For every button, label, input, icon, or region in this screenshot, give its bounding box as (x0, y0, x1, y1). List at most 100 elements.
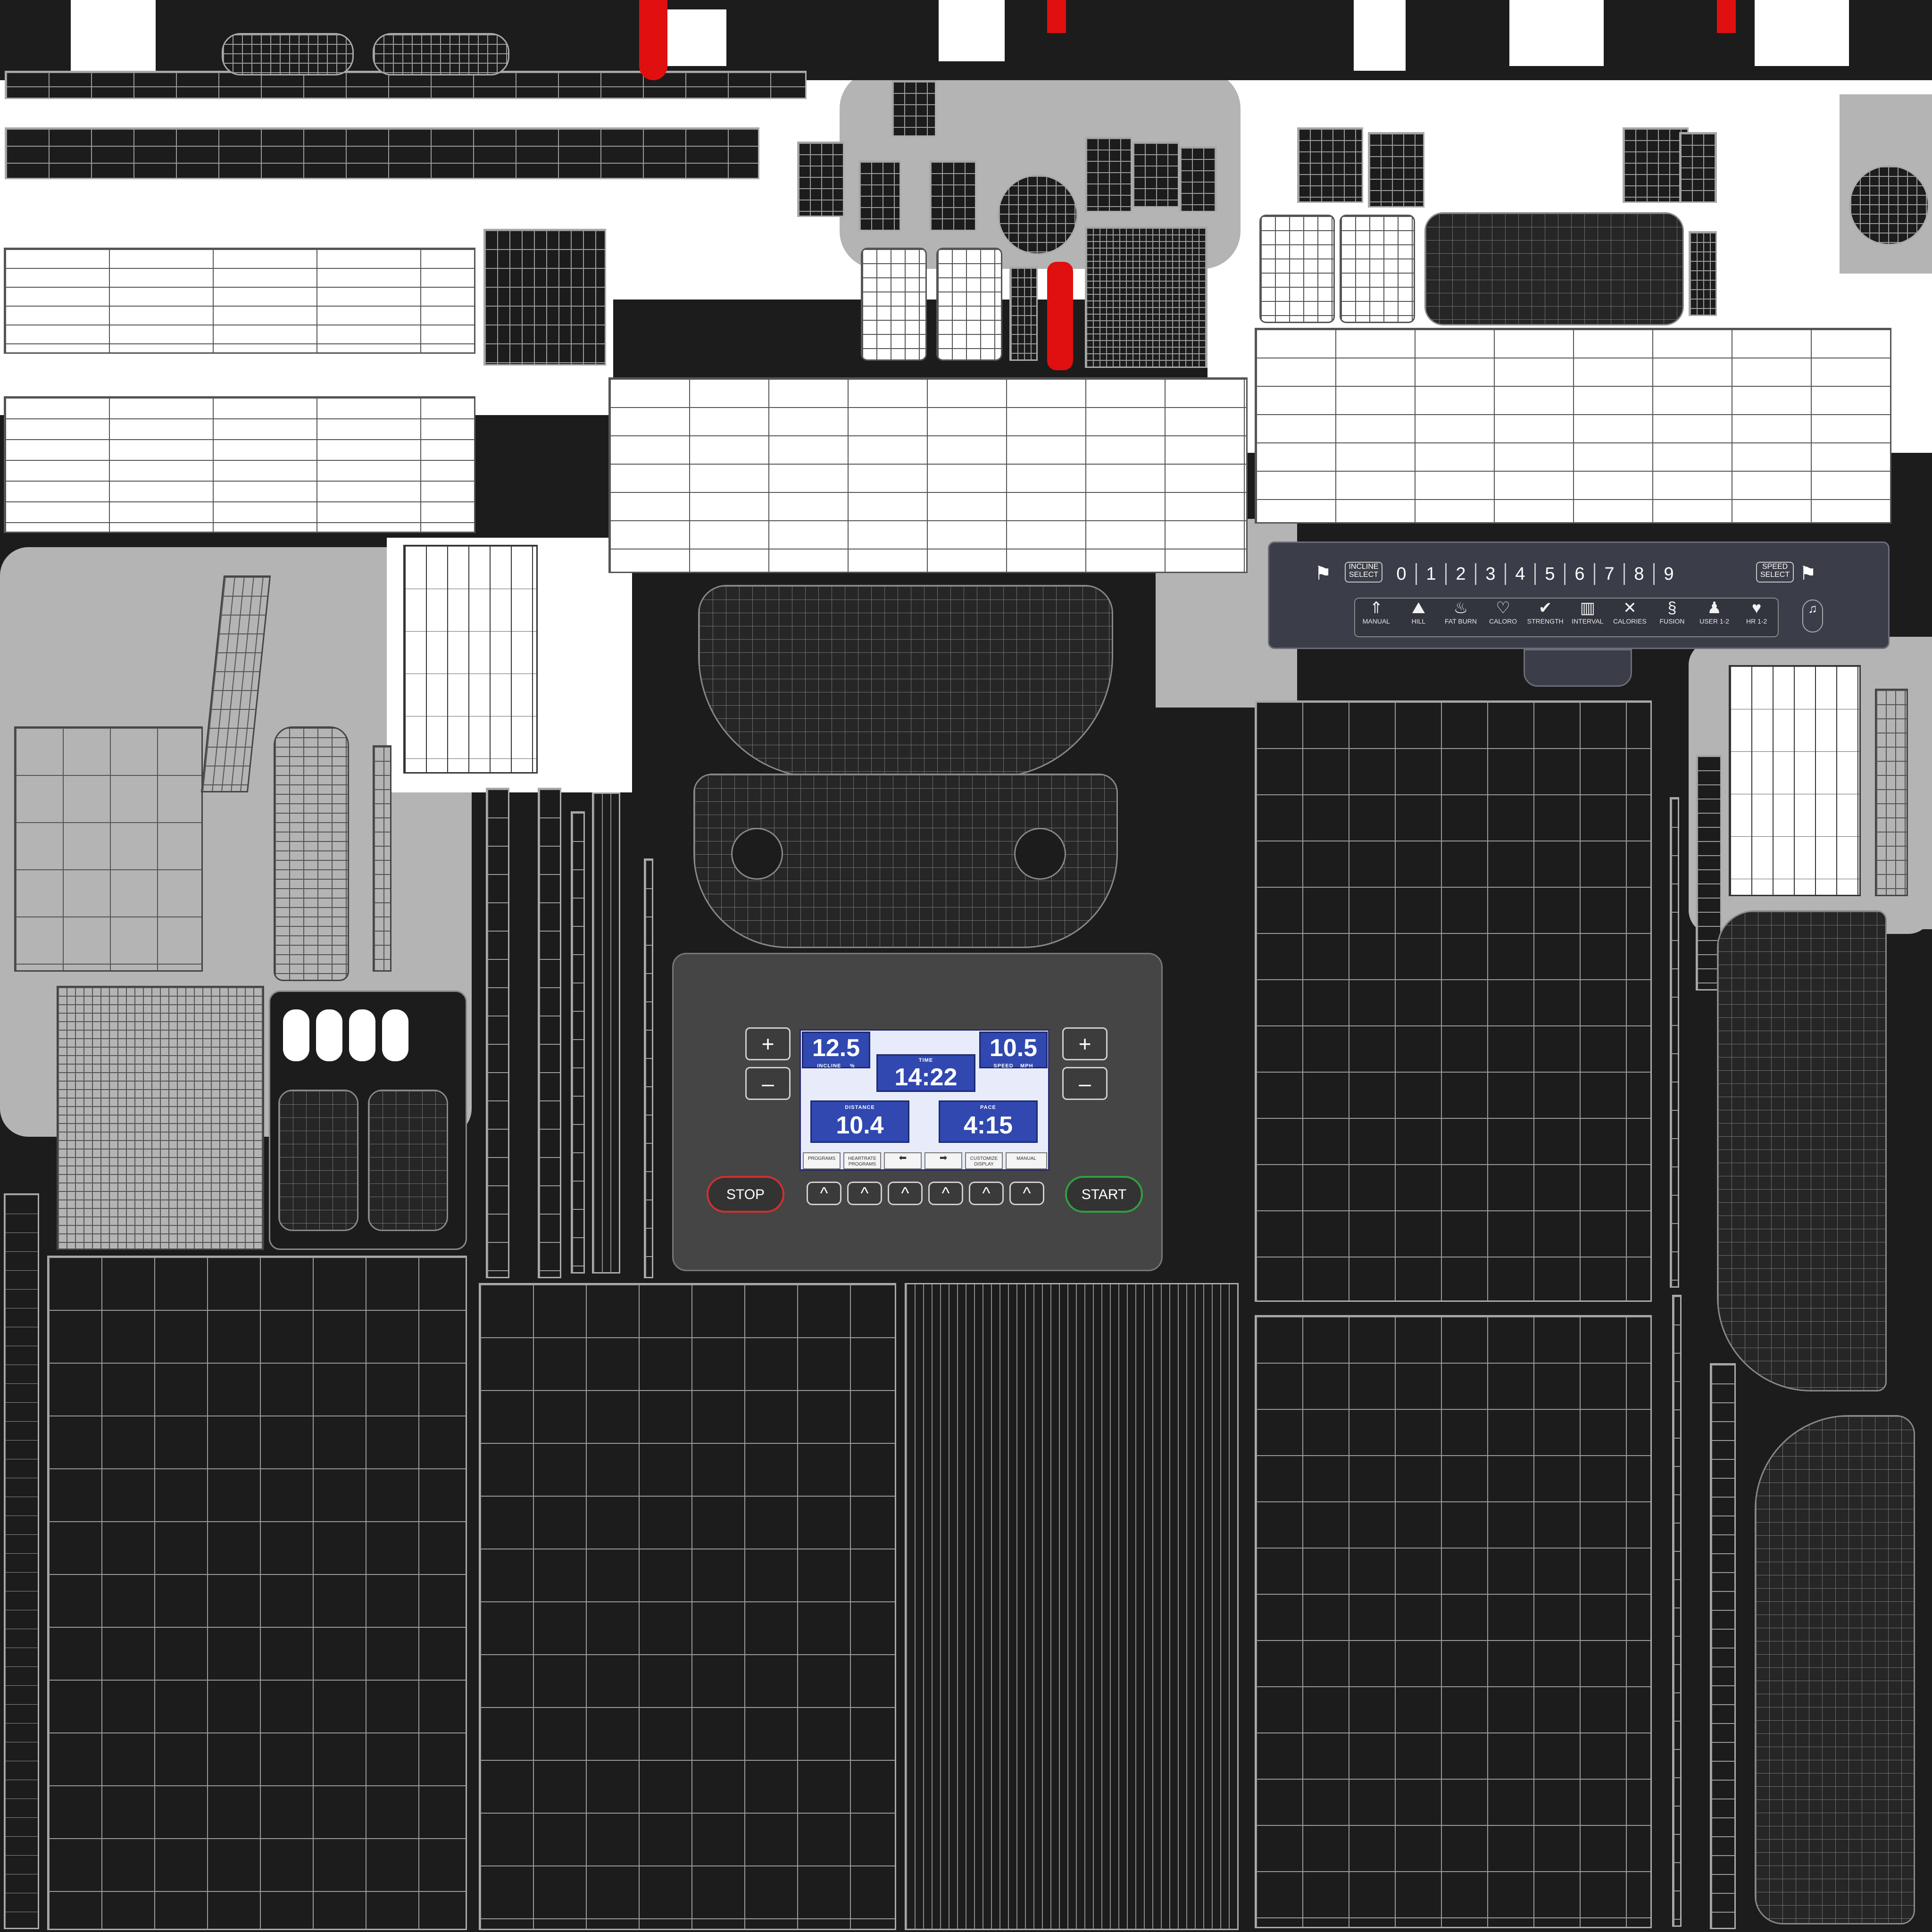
right-rail-mesh-upper (1717, 910, 1887, 1391)
program-cardio-label: CALORO (1489, 617, 1517, 625)
soft-button-manual[interactable]: MANUAL (1006, 1152, 1047, 1169)
number-0[interactable]: 0 (1396, 564, 1407, 584)
speed-label: SPEED (993, 1063, 1014, 1069)
quick-key-1[interactable]: ^ (807, 1182, 841, 1205)
top-white-tab-2 (939, 0, 1005, 61)
cluster-mesh-1 (278, 1090, 358, 1231)
quick-key-3[interactable]: ^ (888, 1182, 923, 1205)
number-1[interactable]: 1 (1426, 564, 1436, 584)
cluster-mesh-2 (368, 1090, 448, 1231)
cluster-white-2 (316, 1009, 342, 1061)
music-icon: ♫ (1808, 601, 1817, 616)
program-fat-burn[interactable]: ♨FAT BURN (1440, 599, 1482, 636)
user-icon: ♟ (1707, 599, 1722, 617)
incline-unit: % (849, 1063, 855, 1069)
program-hr[interactable]: ♥HR 1-2 (1735, 599, 1778, 636)
program-calories-label: CALORIES (1613, 617, 1647, 625)
number-divider (1594, 563, 1595, 585)
heart-pulse-icon: ♡ (1496, 599, 1510, 617)
quick-key-5[interactable]: ^ (969, 1182, 1004, 1205)
quick-key-4[interactable]: ^ (928, 1182, 963, 1205)
program-calories[interactable]: ✕CALORIES (1609, 599, 1651, 636)
number-8[interactable]: 8 (1634, 564, 1644, 584)
runner-icon-left: ⚑ (1315, 563, 1332, 584)
stop-button[interactable]: STOP (707, 1176, 784, 1213)
incline-select-label: INCLINE SELECT (1345, 562, 1382, 583)
program-user[interactable]: ♟USER 1-2 (1693, 599, 1736, 636)
calories-icon: ✕ (1623, 599, 1637, 617)
top-white-card-3 (1259, 215, 1335, 323)
red-piece-4 (1047, 262, 1073, 370)
program-strength[interactable]: ✔STRENGTH (1524, 599, 1566, 636)
white-panel-right (1255, 328, 1891, 524)
quick-key-6[interactable]: ^ (1009, 1182, 1044, 1205)
hill-icon: ⛰ (1412, 599, 1425, 617)
dark-block-main (1085, 226, 1208, 368)
number-2[interactable]: 2 (1456, 564, 1466, 584)
soft-button-left-arrow[interactable]: ⬅ (884, 1152, 922, 1169)
program-hill-label: HILL (1411, 617, 1426, 625)
incline-value: 12.5 (812, 1034, 860, 1062)
top-wheel-2 (1849, 165, 1929, 245)
incline-plus-button[interactable]: + (745, 1027, 791, 1060)
cluster-white-1 (283, 1009, 309, 1061)
cluster-white-4 (382, 1009, 408, 1061)
number-divider (1564, 563, 1566, 585)
number-3[interactable]: 3 (1485, 564, 1496, 584)
number-4[interactable]: 4 (1515, 564, 1525, 584)
right-thin-strip-4 (1710, 1363, 1736, 1929)
control-strip-stand (1524, 649, 1632, 687)
manual-icon: ⇑ (1369, 599, 1383, 617)
number-divider (1653, 563, 1655, 585)
number-row: 0 1 2 3 4 5 6 7 8 9 (1387, 561, 1802, 587)
top-dark-mesh-2 (1424, 212, 1684, 325)
top-white-card-1 (861, 248, 927, 361)
distance-value: 10.4 (836, 1112, 884, 1139)
start-button[interactable]: START (1065, 1176, 1143, 1213)
program-hill[interactable]: ⛰HILL (1398, 599, 1440, 636)
right-gray-slim (1875, 689, 1908, 896)
incline-readout: 12.5 INCLINE % (802, 1032, 870, 1069)
number-divider (1416, 563, 1417, 585)
number-divider (1624, 563, 1625, 585)
vertical-strip-1 (486, 788, 509, 1278)
time-label: TIME (918, 1058, 933, 1063)
top-pill-2 (373, 33, 509, 75)
soft-button-right-arrow[interactable]: ➡ (924, 1152, 962, 1169)
heart-icon: ♥ (1752, 599, 1762, 617)
interval-icon: ▥ (1580, 599, 1595, 617)
program-cardio[interactable]: ♡CALORO (1482, 599, 1524, 636)
program-interval[interactable]: ▥INTERVAL (1566, 599, 1609, 636)
speed-plus-button[interactable]: + (1062, 1027, 1108, 1060)
program-manual-label: MANUAL (1362, 617, 1390, 625)
red-piece-1 (639, 0, 667, 80)
music-button[interactable]: ♫ (1802, 600, 1823, 633)
right-deck-upper (1255, 700, 1652, 1302)
quick-key-2[interactable]: ^ (847, 1182, 882, 1205)
soft-button-heartrate[interactable]: HEARTRATE PROGRAMS (843, 1152, 881, 1169)
number-divider (1445, 563, 1447, 585)
soft-button-programs[interactable]: PROGRAMS (803, 1152, 841, 1169)
top-pill-1 (222, 33, 354, 75)
top-piece-grid-8 (1679, 132, 1717, 203)
control-strip: ⚑ INCLINE SELECT 0 1 2 3 4 5 6 7 8 9 SPE… (1268, 541, 1890, 649)
program-fusion[interactable]: §FUSION (1651, 599, 1693, 636)
number-7[interactable]: 7 (1604, 564, 1615, 584)
top-piece-grid-6 (1368, 132, 1424, 208)
narrow-strip-a (1009, 266, 1038, 361)
program-fusion-label: FUSION (1659, 617, 1685, 625)
program-manual[interactable]: ⇑MANUAL (1355, 599, 1398, 636)
speed-minus-button[interactable]: – (1062, 1067, 1108, 1100)
number-9[interactable]: 9 (1664, 564, 1674, 584)
number-6[interactable]: 6 (1574, 564, 1585, 584)
top-white-tab-6 (1354, 0, 1406, 71)
number-divider (1475, 563, 1476, 585)
gray-thin-piece-2 (373, 745, 391, 972)
white-panel-left-1 (4, 248, 475, 354)
soft-button-customize[interactable]: CUSTOMIZE DISPLAY (965, 1152, 1003, 1169)
number-5[interactable]: 5 (1545, 564, 1555, 584)
program-fat-burn-label: FAT BURN (1445, 617, 1477, 625)
top-piece-grid-7 (1623, 127, 1689, 203)
incline-minus-button[interactable]: – (745, 1067, 791, 1100)
top-piece-grid-3 (1132, 142, 1179, 208)
